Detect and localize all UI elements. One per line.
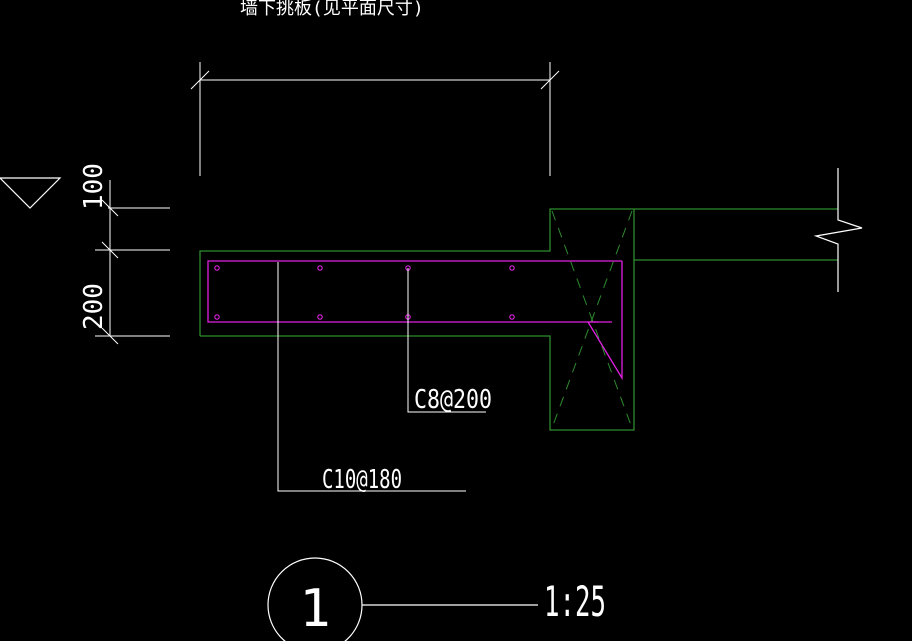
rebar-label-c10: C10@180 bbox=[322, 465, 402, 495]
top-dim-tick-right bbox=[540, 70, 560, 90]
slab-outline-upper bbox=[199, 208, 838, 336]
rebar-dots bbox=[214, 265, 515, 320]
rebar-dot bbox=[509, 314, 515, 320]
level-symbol-icon bbox=[0, 177, 62, 209]
left-dim-tick-2 bbox=[101, 241, 119, 259]
left-dim-tick-3 bbox=[101, 327, 119, 345]
rebar-anchor-hook bbox=[586, 261, 623, 381]
slab-outline-lower bbox=[200, 259, 838, 431]
rebar-dot bbox=[214, 314, 220, 320]
detail-marker bbox=[267, 557, 538, 641]
top-dimension bbox=[190, 62, 560, 176]
rebar-dot bbox=[317, 265, 323, 271]
scale-label: 1:25 bbox=[544, 577, 606, 626]
wall-section-hatch bbox=[551, 210, 633, 429]
rebar-label-c8: C8@200 bbox=[414, 385, 492, 415]
leader-c10 bbox=[277, 262, 466, 492]
rebar-main bbox=[207, 260, 622, 323]
rebar-dot bbox=[214, 265, 220, 271]
rebar-group bbox=[207, 260, 623, 381]
top-dim-tick-left bbox=[190, 70, 210, 90]
break-line-icon bbox=[813, 168, 863, 292]
dim-top-value: 100 bbox=[79, 163, 109, 210]
leader-c8 bbox=[407, 268, 486, 413]
concrete-outline bbox=[199, 208, 838, 431]
dim-bottom-value: 200 bbox=[79, 283, 109, 330]
left-dim-tick-1 bbox=[101, 199, 119, 217]
left-dimension bbox=[95, 180, 170, 345]
rebar-dot bbox=[509, 265, 515, 271]
detail-number: 1 bbox=[299, 579, 330, 639]
title-text: 墙下挑板(见平面尺寸) bbox=[240, 0, 424, 19]
rebar-dot bbox=[317, 314, 323, 320]
